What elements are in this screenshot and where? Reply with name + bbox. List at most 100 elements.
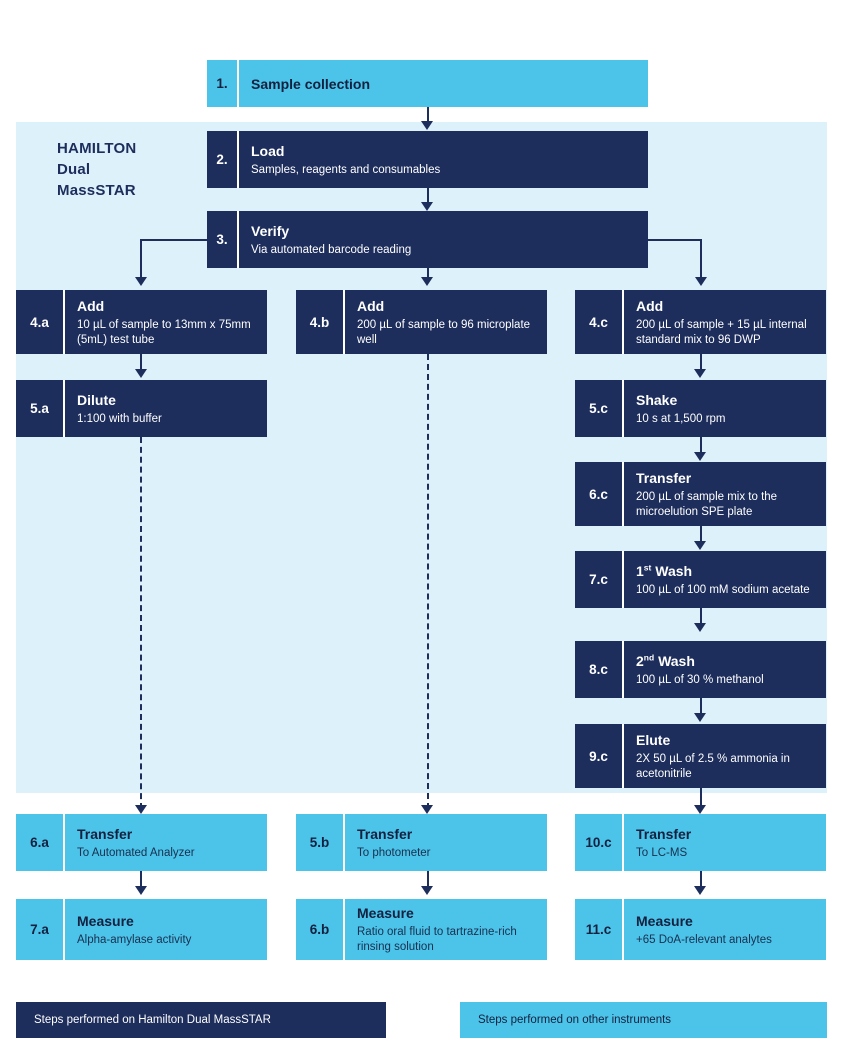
connector-7c-to-8c bbox=[700, 608, 702, 626]
step-4b-number: 4.b bbox=[296, 290, 343, 354]
arrowhead-1-to-2 bbox=[421, 121, 433, 130]
step-6a-transfer[interactable]: 6.a Transfer To Automated Analyzer bbox=[16, 814, 267, 871]
connector-2-to-3 bbox=[427, 188, 429, 206]
arrowhead-3-to-4c bbox=[695, 277, 707, 286]
step-5a-number: 5.a bbox=[16, 380, 63, 437]
connector-8c-to-9c bbox=[700, 698, 702, 716]
connector-4c-to-5c bbox=[700, 354, 702, 372]
connector-5b-to-6b bbox=[427, 871, 429, 889]
step-6c-transfer[interactable]: 6.c Transfer 200 µL of sample mix to the… bbox=[575, 462, 826, 526]
step-6a-body: Transfer To Automated Analyzer bbox=[65, 814, 267, 871]
step-1-sample-collection[interactable]: 1. Sample collection bbox=[207, 60, 648, 107]
branch-right-drop bbox=[700, 239, 702, 281]
step-3-verify[interactable]: 3. Verify Via automated barcode reading bbox=[207, 211, 648, 268]
step-7a-desc: Alpha-amylase activity bbox=[77, 933, 192, 946]
step-3-desc: Via automated barcode reading bbox=[251, 243, 412, 256]
step-3-divider bbox=[237, 211, 239, 268]
branch-center-drop bbox=[427, 268, 429, 281]
step-4c-body: Add 200 µL of sample + 15 µL internal st… bbox=[624, 290, 826, 354]
arrowhead-5c-to-6c bbox=[694, 452, 706, 461]
step-7c-title: 1st Wash bbox=[636, 562, 818, 580]
step-5a-title: Dilute bbox=[77, 391, 116, 408]
step-10c-number: 10.c bbox=[575, 814, 622, 871]
panel-label: HAMILTON Dual MassSTAR bbox=[57, 140, 137, 199]
step-5a-divider bbox=[63, 380, 65, 437]
connector-6c-to-7c bbox=[700, 526, 702, 544]
branch-left-drop bbox=[140, 239, 142, 281]
step-11c-desc: +65 DoA-relevant analytes bbox=[636, 933, 772, 946]
step-6a-number: 6.a bbox=[16, 814, 63, 871]
legend-hamilton: Steps performed on Hamilton Dual MassSTA… bbox=[16, 1002, 386, 1038]
step-6b-title: Measure bbox=[357, 905, 414, 921]
arrowhead-7c-to-8c bbox=[694, 623, 706, 632]
step-6b-measure[interactable]: 6.b Measure Ratio oral fluid to tartrazi… bbox=[296, 899, 547, 960]
step-7c-number: 7.c bbox=[575, 551, 622, 608]
step-6c-body: Transfer 200 µL of sample mix to the mic… bbox=[624, 462, 826, 526]
step-11c-measure[interactable]: 11.c Measure +65 DoA-relevant analytes bbox=[575, 899, 826, 960]
arrowhead-4b-to-5b bbox=[421, 805, 433, 814]
step-7a-divider bbox=[63, 899, 65, 960]
step-8c-desc: 100 µL of 30 % methanol bbox=[636, 673, 764, 686]
step-3-number: 3. bbox=[207, 211, 237, 268]
step-4c-add[interactable]: 4.c Add 200 µL of sample + 15 µL interna… bbox=[575, 290, 826, 354]
connector-10c-to-11c bbox=[700, 871, 702, 889]
step-5c-number: 5.c bbox=[575, 380, 622, 437]
connector-1-to-2 bbox=[427, 107, 429, 125]
step-5b-title: Transfer bbox=[357, 825, 413, 842]
step-7c-body: 1st Wash 100 µL of 100 mM sodium acetate bbox=[624, 551, 826, 608]
step-5b-desc: To photometer bbox=[357, 846, 431, 859]
step-7c-title-base: 1 bbox=[636, 562, 644, 579]
step-1-body: Sample collection bbox=[239, 60, 648, 107]
branch-bus-left bbox=[140, 239, 208, 241]
step-9c-number: 9.c bbox=[575, 724, 622, 788]
step-4c-title: Add bbox=[636, 297, 664, 314]
step-9c-elute[interactable]: 9.c Elute 2X 50 µL of 2.5 % ammonia in a… bbox=[575, 724, 826, 788]
step-6c-divider bbox=[622, 462, 624, 526]
step-10c-transfer[interactable]: 10.c Transfer To LC-MS bbox=[575, 814, 826, 871]
step-6a-divider bbox=[63, 814, 65, 871]
step-8c-title-rest: Wash bbox=[654, 652, 695, 669]
step-8c-second-wash[interactable]: 8.c 2nd Wash 100 µL of 30 % methanol bbox=[575, 641, 826, 698]
step-7a-title: Measure bbox=[77, 912, 134, 929]
step-5a-dilute[interactable]: 5.a Dilute 1:100 with buffer bbox=[16, 380, 267, 437]
branch-bus-right bbox=[647, 239, 702, 241]
step-5c-shake[interactable]: 5.c Shake 10 s at 1,500 rpm bbox=[575, 380, 826, 437]
step-11c-divider bbox=[622, 899, 624, 960]
step-5b-transfer[interactable]: 5.b Transfer To photometer bbox=[296, 814, 547, 871]
step-4a-number: 4.a bbox=[16, 290, 63, 354]
step-6a-title: Transfer bbox=[77, 825, 133, 842]
step-7c-first-wash[interactable]: 7.c 1st Wash 100 µL of 100 mM sodium ace… bbox=[575, 551, 826, 608]
step-11c-number: 11.c bbox=[575, 899, 622, 960]
step-1-title: Sample collection bbox=[251, 75, 371, 92]
arrowhead-6a-to-7a bbox=[135, 886, 147, 895]
step-6b-body: Measure Ratio oral fluid to tartrazine-r… bbox=[345, 899, 547, 960]
step-6c-number: 6.c bbox=[575, 462, 622, 526]
legend-other-instruments: Steps performed on other instruments bbox=[460, 1002, 827, 1038]
step-4b-body: Add 200 µL of sample to 96 microplate we… bbox=[345, 290, 547, 354]
step-5b-body: Transfer To photometer bbox=[345, 814, 547, 871]
connector-6a-to-7a bbox=[140, 871, 142, 889]
step-5c-desc: 10 s at 1,500 rpm bbox=[636, 412, 726, 425]
step-3-body: Verify Via automated barcode reading bbox=[239, 211, 648, 268]
step-6a-desc: To Automated Analyzer bbox=[77, 846, 195, 859]
connector-4a-to-5a bbox=[140, 354, 142, 372]
step-10c-title: Transfer bbox=[636, 825, 692, 842]
step-7a-measure[interactable]: 7.a Measure Alpha-amylase activity bbox=[16, 899, 267, 960]
step-4b-desc: 200 µL of sample to 96 microplate well bbox=[357, 318, 531, 346]
step-2-load[interactable]: 2. Load Samples, reagents and consumable… bbox=[207, 131, 648, 188]
step-6b-desc: Ratio oral fluid to tartrazine-rich rins… bbox=[357, 926, 517, 953]
arrowhead-3-to-4a bbox=[135, 277, 147, 286]
step-2-body: Load Samples, reagents and consumables bbox=[239, 131, 648, 188]
step-4b-add[interactable]: 4.b Add 200 µL of sample to 96 microplat… bbox=[296, 290, 547, 354]
step-9c-desc: 2X 50 µL of 2.5 % ammonia in acetonitril… bbox=[636, 752, 790, 780]
arrowhead-3-to-4b bbox=[421, 277, 433, 286]
arrowhead-2-to-3 bbox=[421, 202, 433, 211]
arrowhead-9c-to-10c bbox=[694, 805, 706, 814]
step-4a-add[interactable]: 4.a Add 10 µL of sample to 13mm x 75mm (… bbox=[16, 290, 267, 354]
step-4a-divider bbox=[63, 290, 65, 354]
step-5a-desc: 1:100 with buffer bbox=[77, 412, 162, 425]
arrowhead-4a-to-5a bbox=[135, 369, 147, 378]
step-4b-divider bbox=[343, 290, 345, 354]
arrowhead-4c-to-5c bbox=[694, 369, 706, 378]
